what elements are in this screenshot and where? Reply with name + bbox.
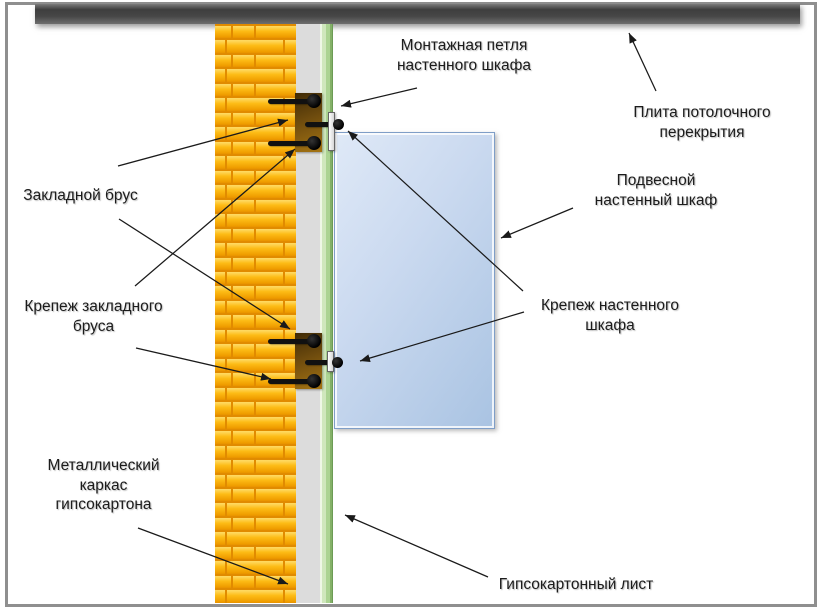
- label-line: каркас: [79, 476, 128, 494]
- brick-row: [215, 472, 296, 487]
- label-metal-frame: Металлический каркас гипсокартона: [26, 456, 181, 515]
- beam-screw: [268, 379, 315, 384]
- drywall-sheet: [320, 24, 333, 603]
- beam-screw-head: [307, 374, 321, 388]
- brick-row: [215, 67, 296, 82]
- brick-row: [215, 197, 296, 213]
- label-line: Монтажная петля: [400, 37, 528, 54]
- brick-row: [215, 125, 296, 140]
- label-line: гипсокартона: [55, 496, 152, 513]
- label-ceiling-slab: Плита потолочного перекрытия: [608, 103, 796, 142]
- label-line: Закладной брус: [23, 187, 138, 204]
- brick-row: [215, 458, 296, 473]
- brick-row: [215, 38, 296, 53]
- brick-row: [215, 385, 296, 401]
- label-line: Металлический: [47, 457, 160, 474]
- brick-row: [215, 284, 296, 299]
- brick-row: [215, 515, 296, 531]
- brick-row: [215, 168, 296, 184]
- brick-row: [215, 530, 296, 545]
- label-line: Крепеж закладного: [24, 298, 163, 315]
- ceiling-slab-bar: [35, 4, 800, 24]
- beam-screw-head: [307, 94, 321, 108]
- brick-row: [215, 154, 296, 169]
- label-drywall-sheet: Гипсокартонный лист: [478, 575, 674, 595]
- label-line: Гипсокартонный лист: [498, 576, 654, 593]
- brick-row: [215, 487, 296, 502]
- brick-row: [215, 52, 296, 68]
- label-line: настенного шкафа: [396, 56, 531, 74]
- brick-row: [215, 81, 296, 97]
- brick-row: [215, 298, 296, 314]
- brick-row: [215, 241, 296, 256]
- label-cabinet-fastener: Крепеж настенного шкафа: [523, 296, 697, 335]
- brick-row: [215, 24, 296, 39]
- beam-screw: [268, 99, 315, 104]
- label-mounting-loop: Монтажная петля настенного шкафа: [368, 36, 560, 75]
- brick-row: [215, 226, 296, 242]
- brick-row: [215, 183, 296, 198]
- brick-row: [215, 400, 296, 415]
- cabinet-screw: [305, 360, 332, 365]
- label-embedded-beam: Закладной брус: [8, 186, 153, 206]
- brick-row: [215, 559, 296, 574]
- brick-row: [215, 544, 296, 560]
- label-line: бруса: [72, 317, 115, 335]
- brick-row: [215, 313, 296, 328]
- beam-screw: [268, 339, 315, 344]
- brick-row: [215, 443, 296, 459]
- cabinet-screw: [305, 122, 332, 127]
- label-wall-cabinet: Подвесной настенный шкаф: [572, 171, 740, 210]
- label-line: шкафа: [585, 316, 635, 334]
- beam-screw-head: [307, 334, 321, 348]
- brick-row: [215, 356, 296, 372]
- brick-wall: [215, 24, 296, 603]
- brick-row: [215, 212, 296, 227]
- label-line: Подвесной: [616, 172, 696, 189]
- label-line: настенный шкаф: [594, 191, 718, 209]
- brick-row: [215, 110, 296, 126]
- beam-screw-head: [307, 136, 321, 150]
- beam-screw: [268, 141, 315, 146]
- brick-row: [215, 269, 296, 285]
- wall-cabinet: [334, 132, 495, 429]
- brick-row: [215, 414, 296, 430]
- brick-row: [215, 255, 296, 270]
- cabinet-screw-head-lower: [332, 357, 343, 368]
- label-line: Крепеж настенного: [541, 297, 679, 314]
- mounting-loop-bracket-upper: [328, 112, 335, 151]
- cabinet-screw-head-upper: [333, 119, 344, 130]
- brick-row: [215, 429, 296, 444]
- label-line: перекрытия: [659, 123, 745, 141]
- brick-row: [215, 588, 296, 603]
- brick-row: [215, 342, 296, 357]
- brick-row: [215, 501, 296, 516]
- label-beam-fastener: Крепеж закладного бруса: [6, 297, 181, 336]
- brick-row: [215, 573, 296, 589]
- label-line: Плита потолочного: [633, 104, 771, 121]
